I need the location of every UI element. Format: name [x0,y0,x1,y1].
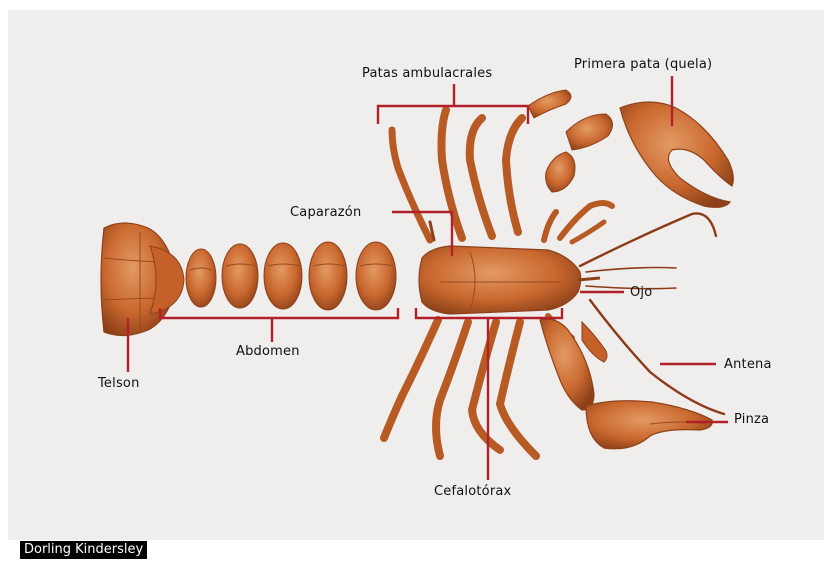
label-cefalotorax: Cefalotórax [434,484,511,499]
label-telson: Telson [98,376,140,391]
label-pinza: Pinza [734,412,769,427]
label-patas-ambulacrales: Patas ambulacrales [362,66,492,81]
label-antena: Antena [724,357,772,372]
label-caparazon: Caparazón [290,205,361,220]
label-primera-pata: Primera pata (quela) [574,57,712,72]
label-abdomen: Abdomen [236,344,300,359]
label-ojo: Ojo [630,285,652,300]
photo-credit: Dorling Kindersley [20,541,147,559]
